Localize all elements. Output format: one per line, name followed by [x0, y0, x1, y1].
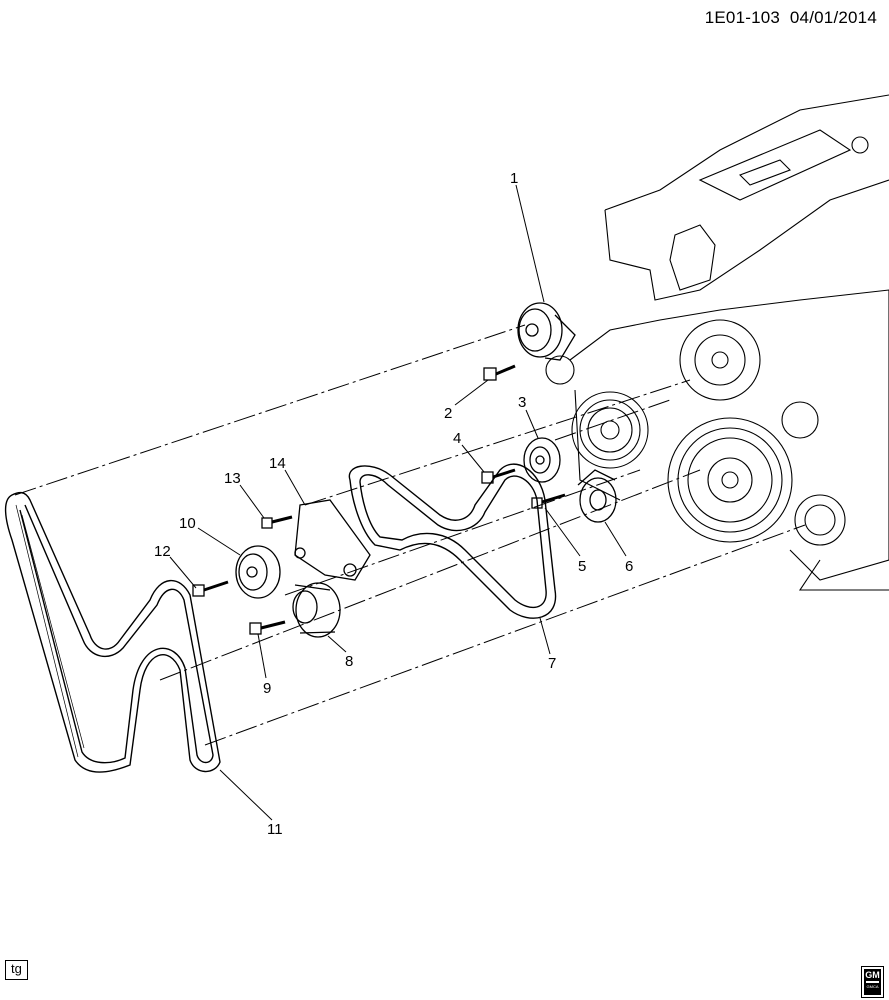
part-13-bolt	[261, 515, 293, 529]
diagram-date: 04/01/2014	[789, 8, 877, 27]
callout-1: 1	[510, 170, 518, 187]
callout-2: 2	[444, 405, 452, 422]
part-4-bolt	[481, 468, 516, 484]
callout-5: 5	[578, 558, 586, 575]
part-12-bolt	[192, 580, 229, 597]
tag-label: tg	[5, 960, 28, 980]
part-2-bolt	[483, 364, 516, 381]
gm-logo-subtext: GMCA	[866, 984, 879, 989]
callout-9: 9	[263, 680, 271, 697]
callout-12: 12	[154, 543, 171, 560]
gm-logo: GM GMCA	[861, 966, 884, 998]
callout-3: 3	[518, 394, 526, 411]
part-10-idler-pulley	[235, 545, 281, 599]
callout-leaders	[169, 184, 627, 821]
alignment-lines	[14, 324, 806, 746]
callout-4: 4	[453, 430, 461, 447]
part-1-idler-pulley	[517, 302, 576, 361]
part-14-bracket	[294, 499, 371, 581]
diagram-code: 1E01-103	[704, 8, 781, 27]
belt-7	[348, 463, 557, 619]
part-3-idler-pulley	[523, 437, 561, 483]
part-9-bolt	[249, 620, 286, 635]
callout-11: 11	[267, 821, 283, 838]
callout-6: 6	[625, 558, 633, 575]
gm-logo-text: GM	[865, 970, 880, 980]
callout-10: 10	[179, 515, 196, 532]
diagram-header: 1E01-103 04/01/2014	[705, 8, 877, 28]
part-6-tensioner	[577, 469, 617, 523]
belt-11	[4, 491, 221, 773]
part-5-bolt	[531, 493, 566, 509]
callout-8: 8	[345, 653, 353, 670]
callout-7: 7	[548, 655, 556, 672]
callout-labels: 1 2 3 4 5 6 7 8 9 10 11 12 13 14	[154, 170, 633, 838]
callout-13: 13	[224, 470, 241, 487]
part-8-idler-pulley	[292, 582, 341, 638]
callout-14: 14	[269, 455, 286, 472]
engine-illustration	[545, 94, 889, 591]
